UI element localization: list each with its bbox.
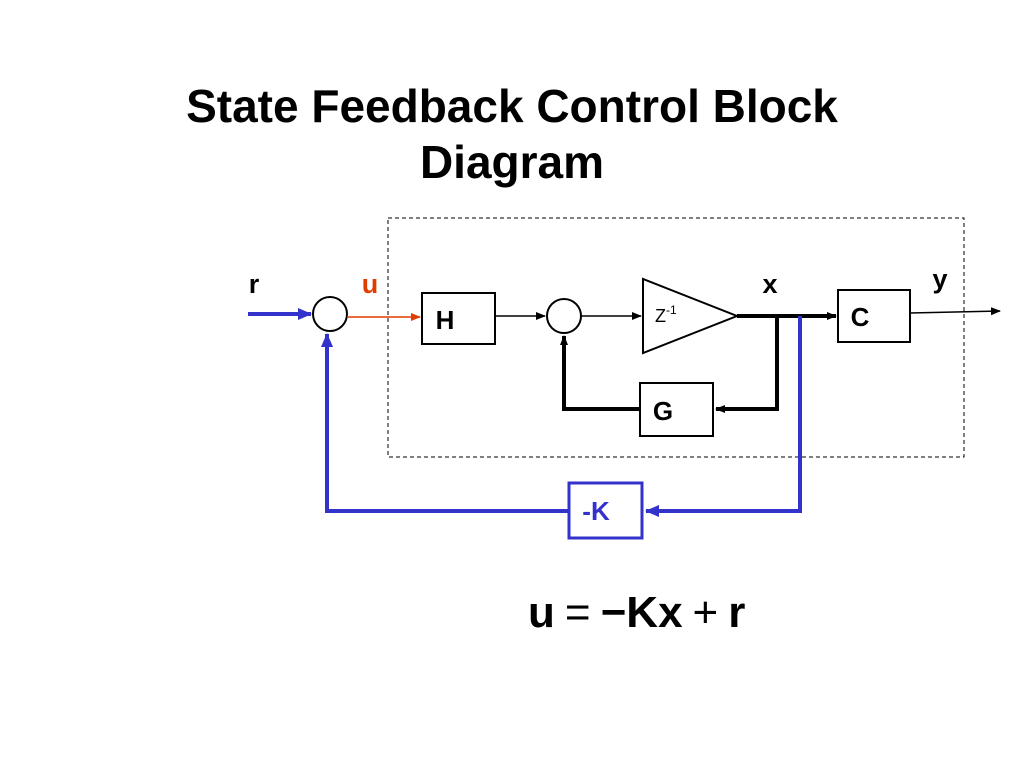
block-c [837, 289, 911, 343]
equation-gain-term: −Kx [600, 588, 683, 637]
state-to-gain-line [645, 316, 802, 517]
title-line-1: State Feedback Control Block [186, 80, 838, 132]
title-line-2: Diagram [419, 136, 605, 188]
control-law-equation: u=−Kx+r [528, 588, 745, 638]
label-u: u [362, 269, 379, 299]
gain-to-junction-line [321, 333, 569, 513]
delay-label: Z-1 [655, 303, 677, 326]
state-feedback-to-g-line [715, 316, 779, 413]
page-title: State Feedback Control Block Diagram [0, 78, 1024, 190]
block-g [639, 382, 714, 437]
block-c-label: C [851, 302, 870, 332]
delay-exponent: -1 [666, 303, 677, 317]
summing-junction-state [546, 298, 582, 334]
block-h [421, 292, 496, 345]
output-line [909, 307, 1001, 316]
plant-boundary [387, 217, 965, 458]
label-y: y [932, 264, 947, 294]
equation-plus: + [692, 588, 719, 637]
g-to-junction-line [560, 335, 640, 411]
block-g-label: G [653, 396, 673, 426]
label-r: r [249, 269, 260, 299]
block-h-label: H [436, 305, 455, 335]
summing-junction-input [312, 296, 348, 332]
delay-block [642, 277, 740, 355]
delay-base: Z [655, 306, 666, 326]
block-k-label: -K [582, 496, 610, 526]
label-x: x [762, 269, 777, 299]
equation-lhs: u [528, 588, 555, 637]
equation-reference: r [728, 588, 746, 637]
equation-equals: = [564, 588, 591, 637]
